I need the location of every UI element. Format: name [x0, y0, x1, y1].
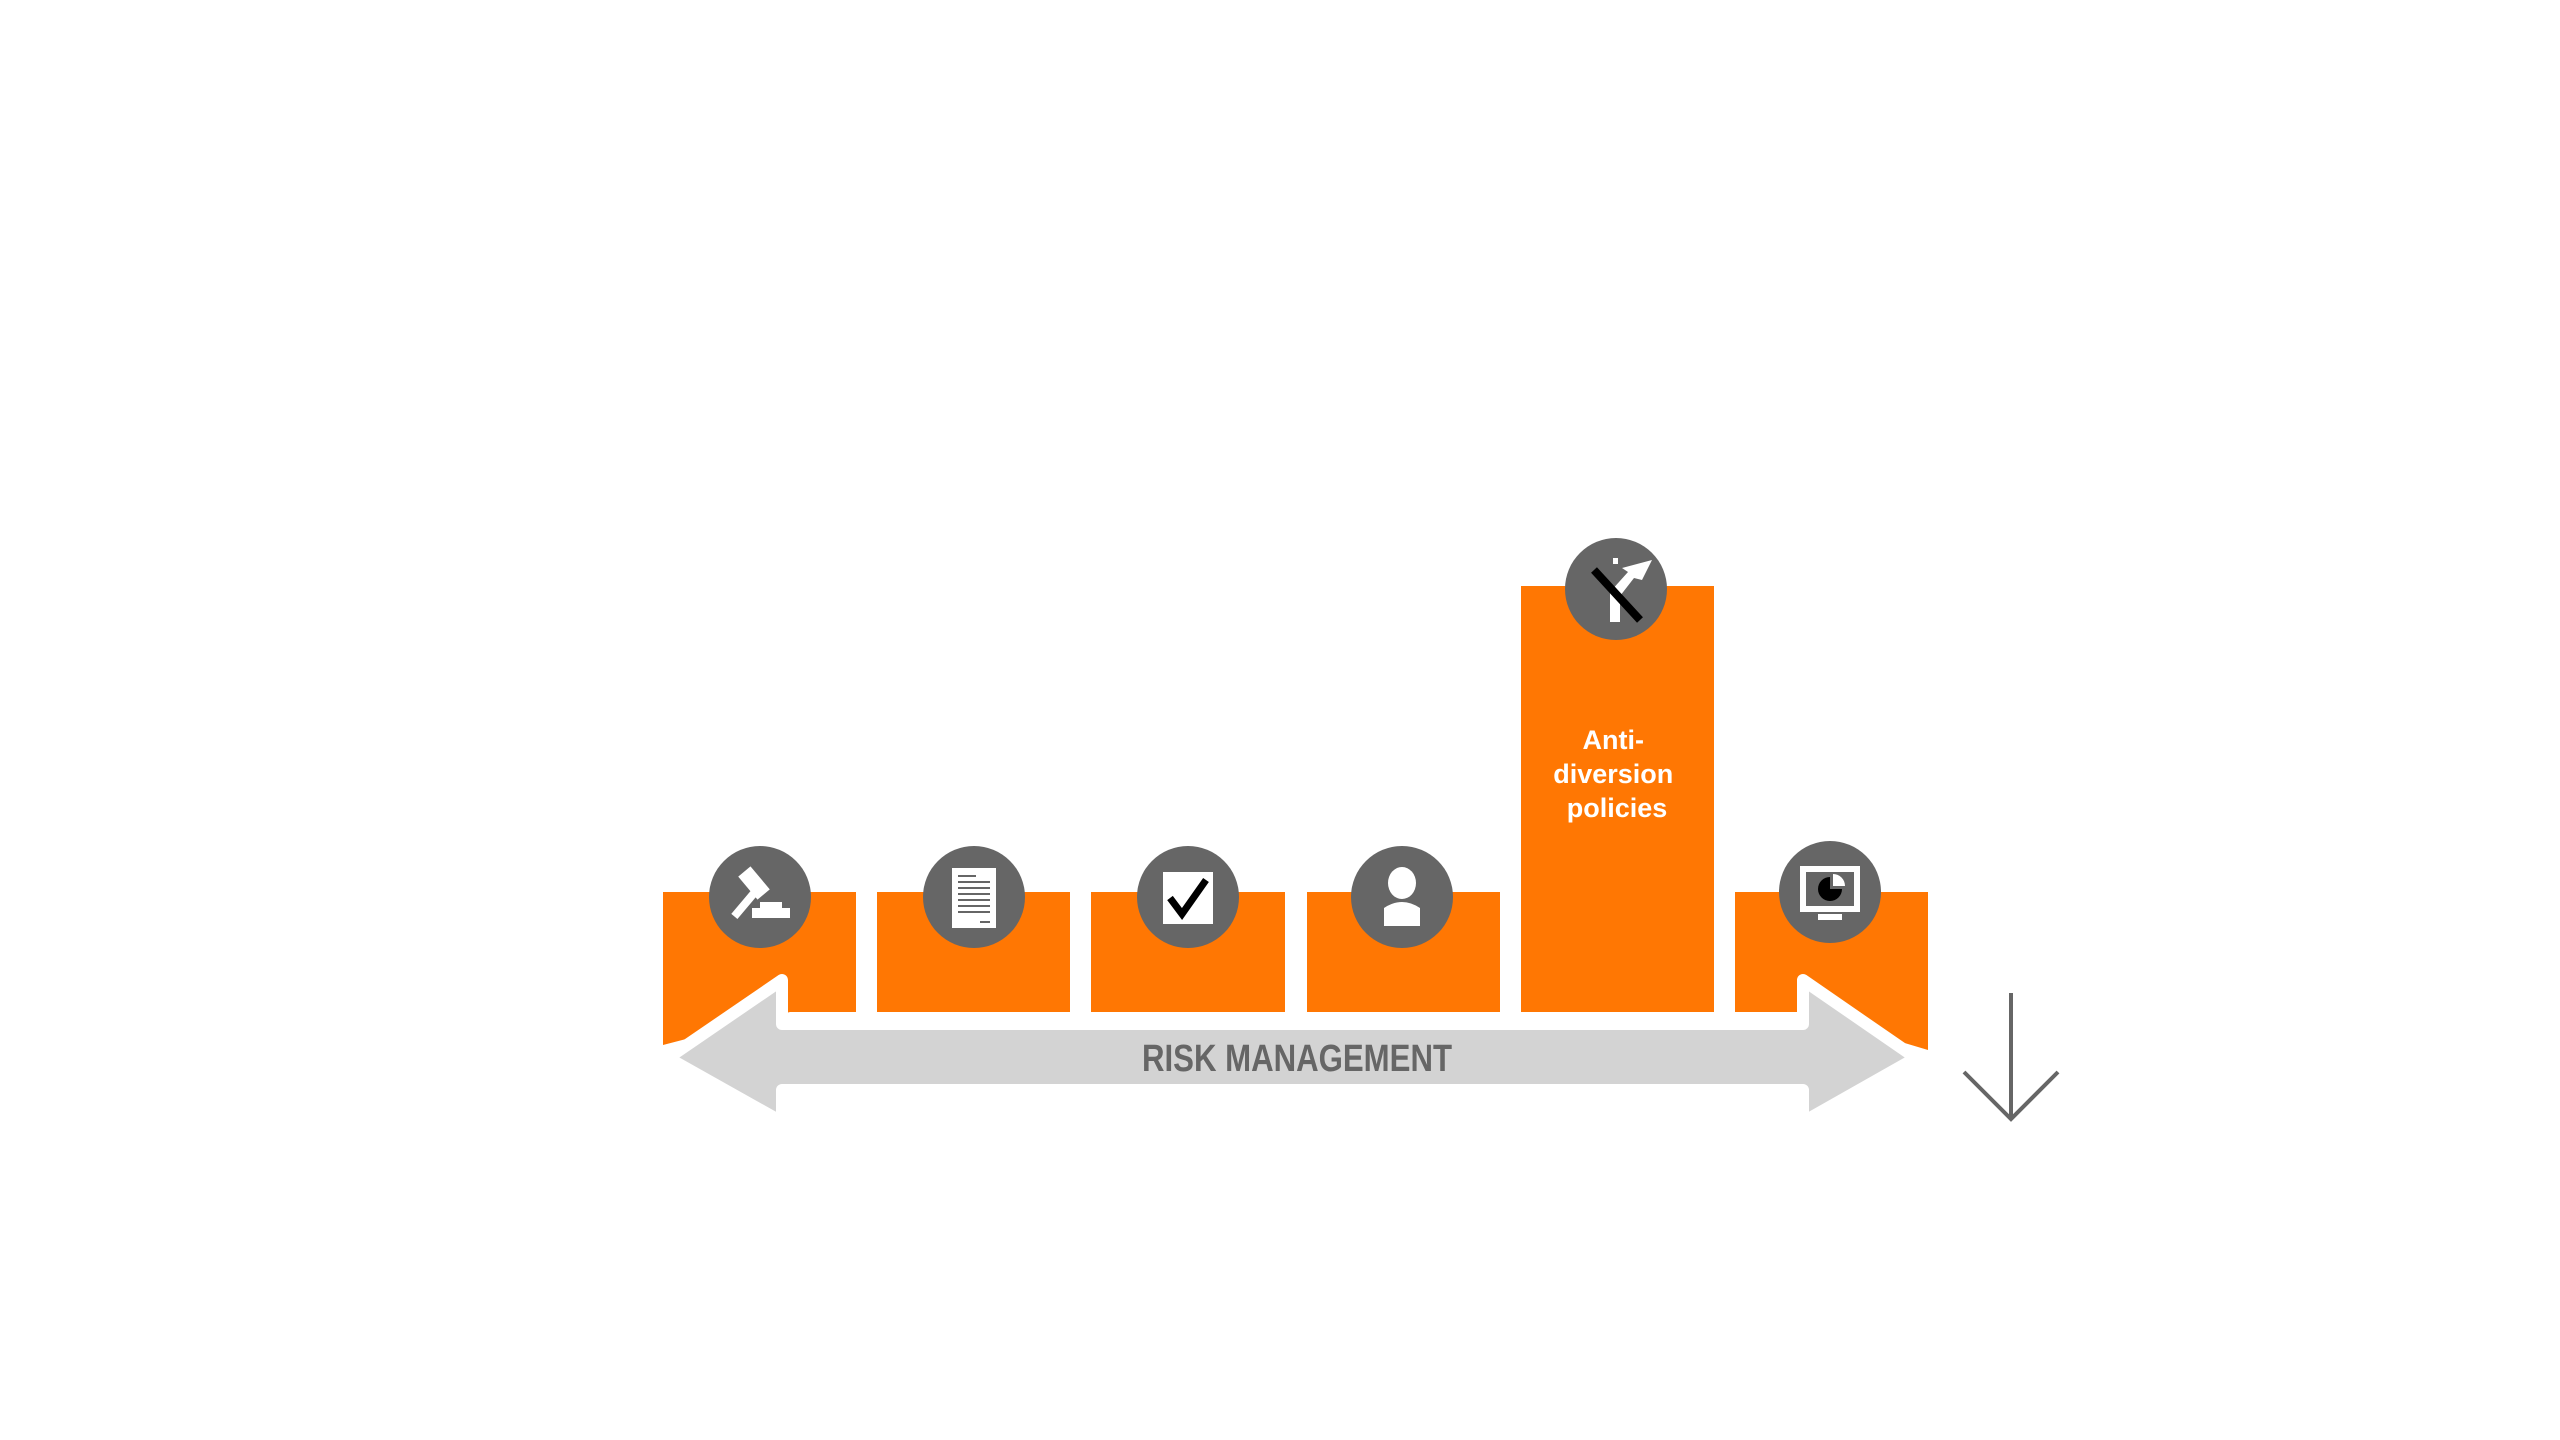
- document-icon: [952, 868, 996, 928]
- risk-management-arrow: [662, 974, 1922, 1128]
- checkbox-icon: [1163, 872, 1213, 924]
- monitor-chart-icon: [1800, 866, 1860, 920]
- person-icon: [1384, 867, 1420, 926]
- gavel-icon: [731, 866, 790, 920]
- anti-diversion-label: Anti- diversion policies: [1553, 725, 1681, 823]
- no-diversion-sign-icon: [1591, 558, 1652, 623]
- scroll-down-arrow-icon[interactable]: [1962, 993, 2060, 1122]
- arrow-label: RISK MANAGEMENT: [1142, 1038, 1452, 1080]
- pillar-5-anti-diversion: [1521, 586, 1714, 1012]
